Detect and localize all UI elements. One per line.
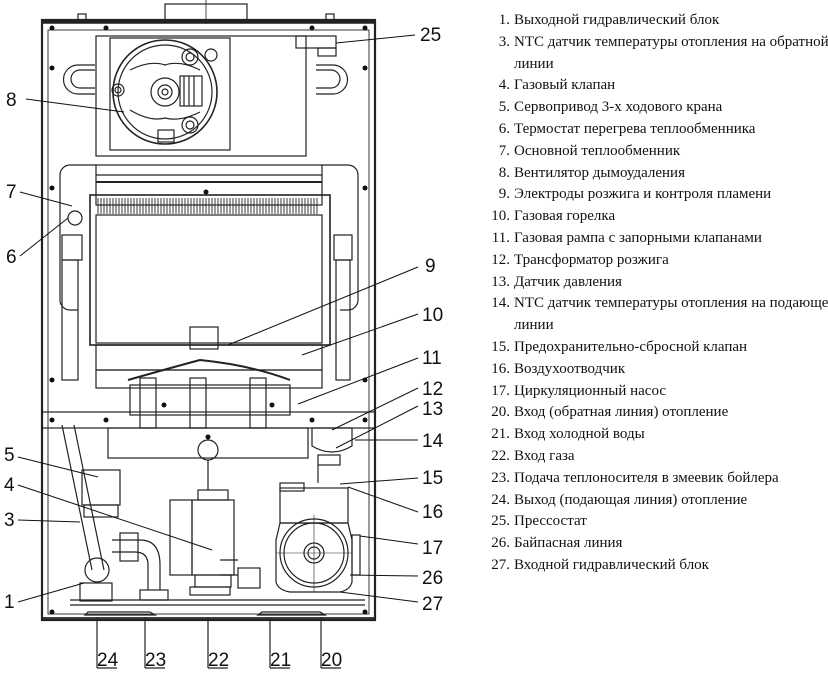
callout-21: 21 xyxy=(270,650,291,671)
callout-3: 3 xyxy=(4,510,15,531)
callout-20: 20 xyxy=(321,650,342,671)
legend-item: 5.Сервопривод 3-х ходового крана xyxy=(498,99,723,116)
callout-24: 24 xyxy=(97,650,119,671)
legend-item: 7.Основной теплообменник xyxy=(498,142,681,159)
legend-item: 9.Электроды розжига и контроля пламени xyxy=(498,186,772,203)
legend-item: 22.Вход газа xyxy=(491,447,575,464)
legend-item: 14.NTC датчик температуры отопления на п… xyxy=(491,295,828,334)
callout-15: 15 xyxy=(422,468,443,489)
legend-item: 11.Газовая рампа с запорными клапанами xyxy=(491,229,762,246)
gas-manifold xyxy=(127,358,291,429)
combustion-chamber xyxy=(89,194,331,346)
callout-25: 25 xyxy=(420,25,441,46)
callout-23: 23 xyxy=(145,650,166,671)
legend-item: 4.Газовый клапан xyxy=(498,77,616,94)
legend-item: 13.Датчик давления xyxy=(491,273,622,290)
callout-16: 16 xyxy=(422,502,443,523)
callout-22: 22 xyxy=(208,650,229,671)
legend-item: 20.Вход (обратная линия) отопление xyxy=(491,404,729,421)
callout-5: 5 xyxy=(4,445,15,466)
fan-assembly xyxy=(95,35,307,157)
boiler-diagram: 8 7 6 5 4 3 1 25 9 10 11 12 13 14 15 16 … xyxy=(4,0,444,671)
circulation-pump xyxy=(275,482,361,593)
callout-6: 6 xyxy=(6,247,17,268)
callout-12: 12 xyxy=(422,379,443,400)
diverter-servo xyxy=(81,469,121,506)
callout-13: 13 xyxy=(422,399,443,420)
legend-item: 21.Вход холодной воды xyxy=(491,426,645,443)
legend-item: 3.NTC датчик температуры отопления на об… xyxy=(498,33,828,72)
callout-7: 7 xyxy=(6,182,17,203)
component-legend: 1.Выходной гидравлический блок 3.NTC дат… xyxy=(478,10,828,577)
heat-exchanger xyxy=(59,164,359,311)
legend-item: 12.Трансформатор розжига xyxy=(491,251,669,268)
legend-item: 25.Прессостат xyxy=(491,513,587,530)
callout-11: 11 xyxy=(422,348,442,369)
callout-8: 8 xyxy=(6,90,17,111)
legend-item: 26.Байпасная линия xyxy=(491,535,623,552)
legend-item: 24.Выход (подающая линия) отопление xyxy=(491,491,748,508)
legend-item: 23.Подача теплоносителя в змеевик бойлер… xyxy=(491,469,779,486)
gas-valve xyxy=(169,489,235,596)
legend-item: 17.Циркуляционный насос xyxy=(491,382,666,399)
callout-26: 26 xyxy=(422,568,443,589)
heat-exchanger-fins xyxy=(97,198,318,214)
gas-burner xyxy=(95,326,323,389)
callout-17: 17 xyxy=(422,538,443,559)
callout-1: 1 xyxy=(4,592,15,613)
screw-markers xyxy=(49,25,368,615)
legend-item: 27.Входной гидравлический блок xyxy=(491,556,709,573)
legend-item: 8.Вентилятор дымоудаления xyxy=(498,164,685,181)
callout-4: 4 xyxy=(4,475,15,496)
legend-item: 6.Термостат перегрева теплообменника xyxy=(498,120,756,137)
callout-10: 10 xyxy=(422,305,443,326)
callout-9: 9 xyxy=(425,256,436,277)
legend-item: 15.Предохранительно-сбросной клапан xyxy=(491,338,748,355)
callout-27: 27 xyxy=(422,594,443,615)
legend-item: 1.Выходной гидравлический блок xyxy=(498,12,720,28)
overheat-thermostat xyxy=(67,210,83,226)
legend-item: 10.Газовая горелка xyxy=(491,208,616,225)
legend-item: 16.Воздухоотводчик xyxy=(491,360,626,377)
callout-14: 14 xyxy=(422,431,444,452)
